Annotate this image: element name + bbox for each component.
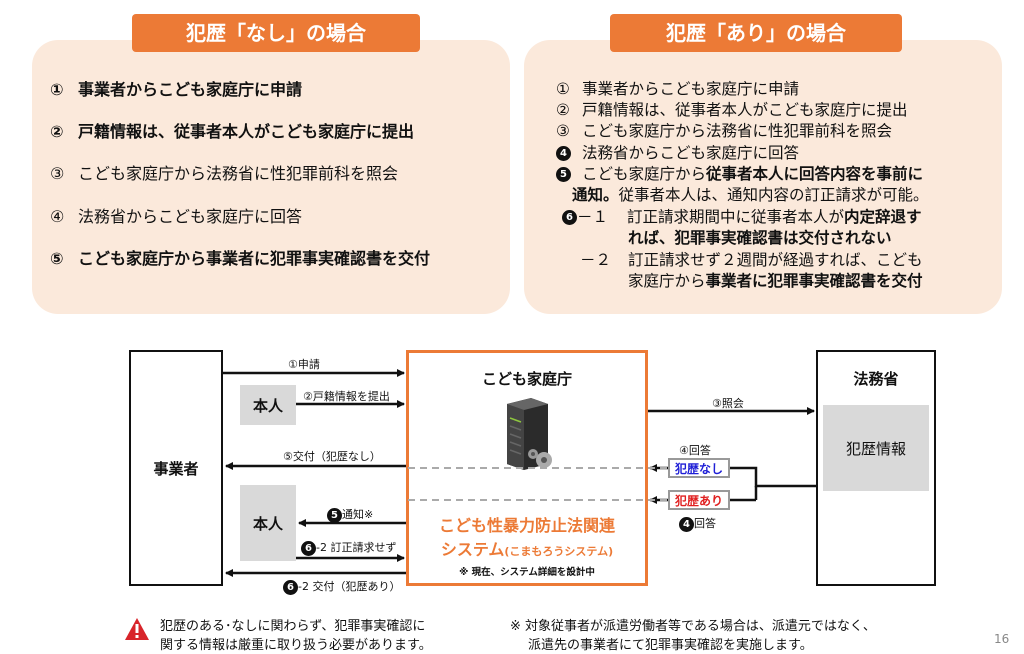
jigyosha-box: 事業者 bbox=[129, 350, 223, 586]
server-icon bbox=[507, 398, 552, 470]
label-koseki: ②戸籍情報を提出 bbox=[303, 390, 390, 403]
tag-ari: 犯歴あり bbox=[668, 490, 730, 510]
moj-title: 法務省 bbox=[853, 370, 899, 388]
warning-icon bbox=[125, 618, 149, 640]
system-name-line2: システム(こまもろうシステム) bbox=[440, 540, 614, 559]
label-teisei: 6-2 訂正請求せず bbox=[301, 539, 396, 556]
system-name-line1: こども性暴力防止法関連 bbox=[438, 516, 615, 535]
right-step-6-1-cont: れば、犯罪事実確認書は交付されない bbox=[628, 229, 892, 247]
right-panel-title: 犯歴「あり」の場合 bbox=[610, 14, 902, 52]
label-kofu-nashi: ⑤交付（犯歴なし） bbox=[283, 450, 381, 463]
cfa-title: こども家庭庁 bbox=[481, 370, 572, 388]
warning-line-1: 犯歴のある･なしに関わらず、犯罪事実確認に bbox=[160, 619, 426, 634]
right-panel bbox=[524, 40, 1002, 314]
crime-record-box: 犯歴情報 bbox=[823, 405, 929, 491]
honnin-box-1: 本人 bbox=[240, 385, 296, 425]
label-kaito: ④回答 bbox=[679, 444, 711, 457]
system-note: ※ 現在、システム詳細を設計中 bbox=[459, 567, 595, 578]
label-kofu-ari: 6-2 交付（犯歴あり） bbox=[283, 578, 400, 595]
gear-icon bbox=[528, 449, 538, 459]
left-panel-title: 犯歴「なし」の場合 bbox=[132, 14, 420, 52]
right-step-5-cont: 通知。従事者本人は、通知内容の訂正請求が可能。 bbox=[572, 186, 929, 204]
page-number: 16 bbox=[994, 632, 1010, 646]
note-line-2: 派遣先の事業者にて犯罪事実確認を実施します。 bbox=[528, 638, 813, 653]
right-step-6-2-cont: 家庭庁から事業者に犯罪事実確認書を交付 bbox=[628, 272, 923, 290]
label-apply: ①申請 bbox=[288, 358, 320, 371]
label-shokai: ③照会 bbox=[712, 397, 744, 410]
tag-nashi: 犯歴なし bbox=[668, 458, 730, 478]
honnin-box-2: 本人 bbox=[240, 485, 296, 561]
left-panel bbox=[32, 40, 510, 314]
warning-line-2: 関する情報は厳重に取り扱う必要があります。 bbox=[160, 638, 432, 653]
note-line-1: ※ 対象従事者が派遣労働者等である場合は、派遣元ではなく、 bbox=[510, 619, 876, 634]
